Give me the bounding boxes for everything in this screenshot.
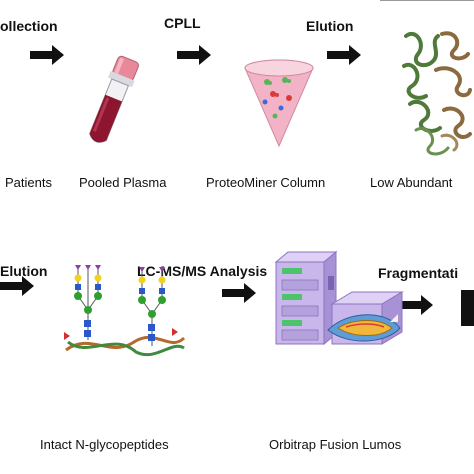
label-patients: Patients [5, 175, 52, 190]
label-intact-glycopeptides: Intact N-glycopeptides [40, 437, 169, 452]
step-lcms-analysis: LC-MS/MS Analysis [137, 263, 268, 279]
protein-structure-icon [402, 31, 472, 156]
arrow-lcms [222, 283, 256, 303]
glycopeptide-icon [64, 265, 186, 356]
label-orbitrap-fusion-lumos: Orbitrap Fusion Lumos [269, 437, 402, 452]
blood-tube-icon [89, 55, 139, 143]
arrow-elution-1 [327, 45, 361, 65]
top-border [380, 0, 474, 1]
edge-box-fragment [461, 290, 474, 326]
arrow-cpll [177, 45, 211, 65]
label-low-abundant: Low Abundant [370, 175, 453, 190]
label-proteominer-column: ProteoMiner Column [206, 175, 326, 190]
orbitrap-instrument-icon [274, 250, 404, 346]
label-pooled-plasma: Pooled Plasma [79, 175, 167, 190]
step-elution-1: Elution [306, 18, 354, 34]
step-cpll: CPLL [164, 15, 201, 31]
arrow-fragmentation [399, 295, 433, 315]
arrow-collection [30, 45, 64, 65]
proteominer-column-icon [244, 59, 314, 148]
arrow-elution-2 [0, 276, 34, 296]
step-collection: ollection [0, 18, 58, 34]
step-fragmentation: Fragmentati [378, 265, 459, 281]
step-elution-2: Elution [0, 263, 48, 279]
